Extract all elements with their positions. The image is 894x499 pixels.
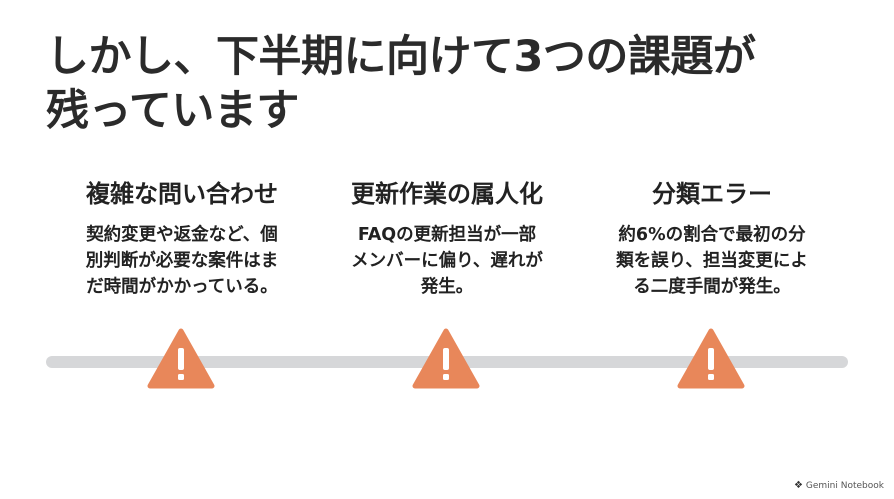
issue-description-line: 発生。 xyxy=(420,277,474,297)
issue-column-classification-errors: 分類エラー 約6%の割合で最初の分 類を誤り、担当変更によ る二度手間が発生。 xyxy=(587,178,837,300)
warning-triangle-icon xyxy=(412,328,480,389)
slide-title: しかし、下半期に向けて3つの課題が 残っています xyxy=(46,30,846,138)
issue-column-update-dependency: 更新作業の属人化 FAQの更新担当が一部 メンバーに偏り、遅れが 発生。 xyxy=(322,178,572,300)
issue-column-complex-inquiries: 複雑な問い合わせ 契約変更や返金など、個 別判断が必要な案件はま だ時間がかかっ… xyxy=(57,178,307,300)
issue-heading: 複雑な問い合わせ xyxy=(86,180,278,208)
issue-description-line: 類を誤り、担当変更によ xyxy=(616,251,808,271)
gemini-notebook-icon: ❖ xyxy=(793,480,803,491)
brand-watermark: ❖ Gemini Notebook xyxy=(794,480,884,491)
issue-description-line: 別判断が必要な案件はま xyxy=(85,251,279,271)
issue-description-line: る二度手間が発生。 xyxy=(633,277,791,297)
slide-title-line-2: 残っています xyxy=(46,86,299,136)
issue-description-line: だ時間がかかっている。 xyxy=(86,277,278,297)
slide-title-line-1: しかし、下半期に向けて3つの課題が xyxy=(46,32,756,82)
issue-heading: 分類エラー xyxy=(652,180,772,208)
issue-description-line: 約6%の割合で最初の分 xyxy=(618,225,806,245)
issue-description-line: メンバーに偏り、遅れが xyxy=(351,251,543,271)
issue-description: 約6%の割合で最初の分 類を誤り、担当変更によ る二度手間が発生。 xyxy=(587,222,837,300)
brand-name: Gemini Notebook xyxy=(805,480,884,491)
issue-description: FAQの更新担当が一部 メンバーに偏り、遅れが 発生。 xyxy=(322,222,572,300)
warning-triangle-icon xyxy=(677,328,745,389)
issue-description-line: FAQの更新担当が一部 xyxy=(357,225,537,245)
warning-triangle-icon xyxy=(147,328,215,389)
issue-heading: 更新作業の属人化 xyxy=(351,180,543,208)
issue-description: 契約変更や返金など、個 別判断が必要な案件はま だ時間がかかっている。 xyxy=(57,222,307,300)
issue-description-line: 契約変更や返金など、個 xyxy=(86,225,278,245)
